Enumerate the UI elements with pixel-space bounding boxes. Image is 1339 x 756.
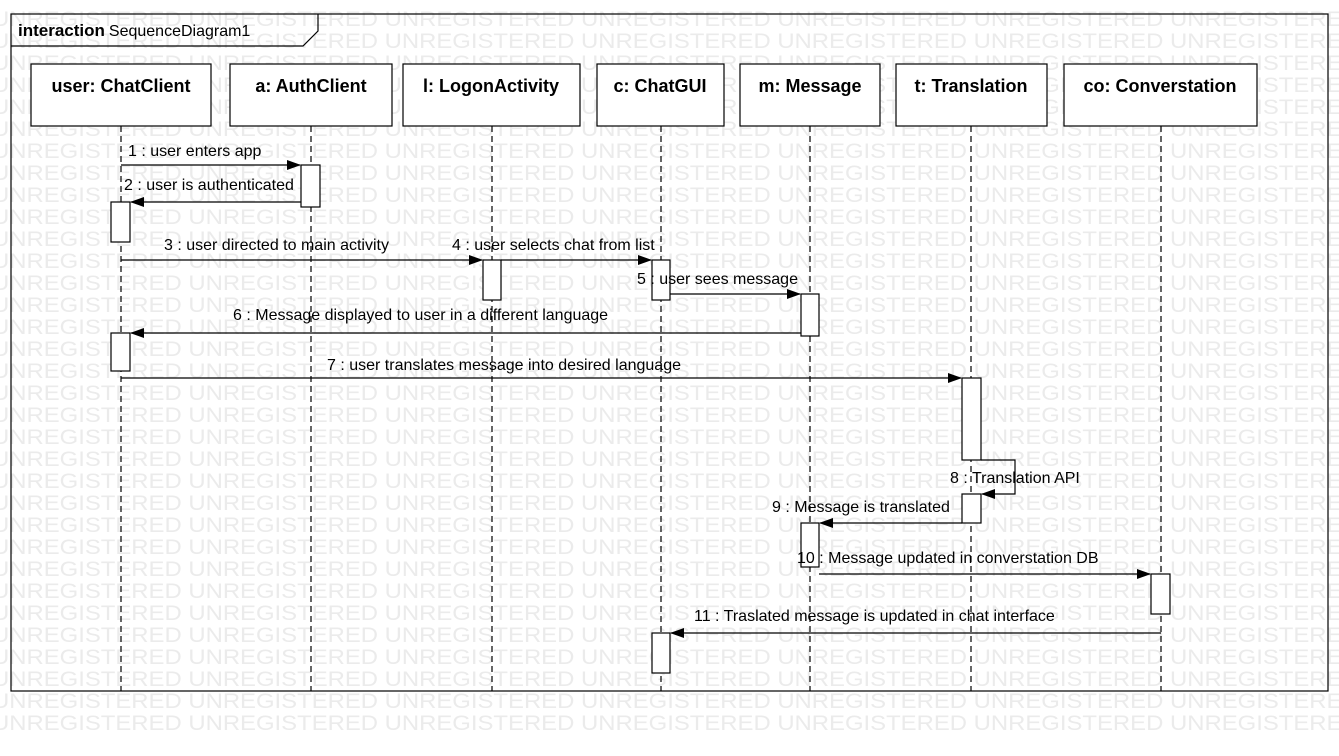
activation-user-1[interactable] xyxy=(110,201,131,243)
message-10-label: 10 : Message updated in converstation DB xyxy=(797,550,1099,567)
watermark-row: UNREGISTERED UNREGISTERED UNREGISTERED U… xyxy=(0,30,1339,53)
watermark-row: UNREGISTERED UNREGISTERED UNREGISTERED U… xyxy=(0,536,1339,559)
activation-auth-1[interactable] xyxy=(300,164,321,208)
watermark-row: UNREGISTERED UNREGISTERED UNREGISTERED U… xyxy=(0,448,1339,471)
message-5[interactable]: 5 : user sees message xyxy=(637,271,801,299)
watermark-row: UNREGISTERED UNREGISTERED UNREGISTERED U… xyxy=(0,470,1339,493)
watermark-row: UNREGISTERED UNREGISTERED UNREGISTERED U… xyxy=(0,360,1339,383)
lifeline-gui[interactable]: c: ChatGUI xyxy=(596,63,725,691)
watermark-row: UNREGISTERED UNREGISTERED UNREGISTERED U… xyxy=(0,294,1339,317)
message-11-label: 11 : Traslated message is updated in cha… xyxy=(694,608,1055,625)
watermark-row: UNREGISTERED UNREGISTERED UNREGISTERED U… xyxy=(0,426,1339,449)
watermark-row: UNREGISTERED UNREGISTERED UNREGISTERED U… xyxy=(0,668,1339,691)
lifeline-user-label: user: ChatClient xyxy=(51,76,190,96)
lifeline-logon[interactable]: l: LogonActivity xyxy=(402,63,581,691)
lifeline-auth-label: a: AuthClient xyxy=(255,76,366,96)
message-9-label: 9 : Message is translated xyxy=(772,499,950,516)
lifeline-msg-label: m: Message xyxy=(758,76,861,96)
watermark-row: UNREGISTERED UNREGISTERED UNREGISTERED U… xyxy=(0,690,1339,713)
lifeline-conv[interactable]: co: Converstation xyxy=(1063,63,1258,691)
activation-msg-1[interactable] xyxy=(800,293,820,337)
frame-name: SequenceDiagram1 xyxy=(109,23,251,40)
message-2[interactable]: 2 : user is authenticated xyxy=(124,177,301,207)
activation-conv-1[interactable] xyxy=(1150,573,1171,615)
lifeline-auth[interactable]: a: AuthClient xyxy=(229,63,393,691)
message-5-label: 5 : user sees message xyxy=(637,271,798,288)
lifeline-auth-head[interactable] xyxy=(229,63,393,127)
message-6-label: 6 : Message displayed to user in a diffe… xyxy=(233,307,608,324)
lifeline-gui-head[interactable] xyxy=(596,63,725,127)
frame-tab xyxy=(11,14,319,47)
watermark-row: UNREGISTERED UNREGISTERED UNREGISTERED U… xyxy=(0,514,1339,537)
message-2-label: 2 : user is authenticated xyxy=(124,177,294,194)
message-3[interactable]: 3 : user directed to main activity xyxy=(121,237,483,265)
lifeline-conv-label: co: Converstation xyxy=(1083,76,1236,96)
message-7-label: 7 : user translates message into desired… xyxy=(327,357,681,374)
activation-gui-1[interactable] xyxy=(651,259,671,301)
message-3-label: 3 : user directed to main activity xyxy=(164,237,389,254)
lifeline-user-head[interactable] xyxy=(30,63,212,127)
watermark-row: UNREGISTERED UNREGISTERED UNREGISTERED U… xyxy=(0,404,1339,427)
frame-keyword: interaction xyxy=(18,21,105,40)
watermark-row: UNREGISTERED UNREGISTERED UNREGISTERED U… xyxy=(0,228,1339,251)
activation-msg-2[interactable] xyxy=(800,522,820,568)
lifeline-conv-head[interactable] xyxy=(1063,63,1258,127)
lifeline-msg-head[interactable] xyxy=(739,63,881,127)
message-1-label: 1 : user enters app xyxy=(128,143,262,160)
message-8-arrow xyxy=(981,459,1016,499)
message-1[interactable]: 1 : user enters app xyxy=(121,143,301,170)
message-4-label: 4 : user selects chat from list xyxy=(452,237,655,254)
lifeline-msg[interactable]: m: Message xyxy=(739,63,881,691)
watermark-row: UNREGISTERED UNREGISTERED UNREGISTERED U… xyxy=(0,382,1339,405)
watermark-row: UNREGISTERED UNREGISTERED UNREGISTERED U… xyxy=(0,338,1339,361)
watermark-row: UNREGISTERED UNREGISTERED UNREGISTERED U… xyxy=(0,140,1339,163)
watermark-row: UNREGISTERED UNREGISTERED UNREGISTERED U… xyxy=(0,712,1339,735)
message-11[interactable]: 11 : Traslated message is updated in cha… xyxy=(670,608,1161,638)
lifeline-gui-label: c: ChatGUI xyxy=(613,76,706,96)
watermark-row: UNREGISTERED UNREGISTERED UNREGISTERED U… xyxy=(0,580,1339,603)
lifeline-trans-label: t: Translation xyxy=(914,76,1027,96)
lifeline-logon-label: l: LogonActivity xyxy=(423,76,559,96)
message-9[interactable]: 9 : Message is translated xyxy=(772,499,962,528)
interaction-frame xyxy=(10,13,1329,692)
watermark-row: UNREGISTERED UNREGISTERED UNREGISTERED U… xyxy=(0,492,1339,515)
lifeline-logon-head[interactable] xyxy=(402,63,581,127)
lifeline-trans[interactable]: t: Translation xyxy=(895,63,1048,691)
watermark-row: UNREGISTERED UNREGISTERED UNREGISTERED U… xyxy=(0,558,1339,581)
activation-gui-2[interactable] xyxy=(651,632,671,674)
watermark-row: UNREGISTERED UNREGISTERED UNREGISTERED U… xyxy=(0,316,1339,339)
message-7[interactable]: 7 : user translates message into desired… xyxy=(121,357,962,383)
watermark-row: UNREGISTERED UNREGISTERED UNREGISTERED U… xyxy=(0,602,1339,625)
watermark-row: UNREGISTERED UNREGISTERED UNREGISTERED U… xyxy=(0,184,1339,207)
message-8[interactable]: 8 : Translation API xyxy=(950,459,1080,499)
activation-user-2[interactable] xyxy=(110,332,131,372)
message-8-label: 8 : Translation API xyxy=(950,470,1080,487)
activation-trans-1[interactable] xyxy=(961,377,982,461)
activation-logon-1[interactable] xyxy=(482,259,502,301)
watermark-row: UNREGISTERED UNREGISTERED UNREGISTERED U… xyxy=(0,206,1339,229)
message-10[interactable]: 10 : Message updated in converstation DB xyxy=(797,550,1151,579)
lifeline-user[interactable]: user: ChatClient xyxy=(30,63,212,691)
message-6[interactable]: 6 : Message displayed to user in a diffe… xyxy=(130,307,801,338)
message-4[interactable]: 4 : user selects chat from list xyxy=(452,237,655,265)
activation-trans-2[interactable] xyxy=(961,493,982,524)
watermark-row: UNREGISTERED UNREGISTERED UNREGISTERED U… xyxy=(0,162,1339,185)
lifeline-trans-head[interactable] xyxy=(895,63,1048,127)
